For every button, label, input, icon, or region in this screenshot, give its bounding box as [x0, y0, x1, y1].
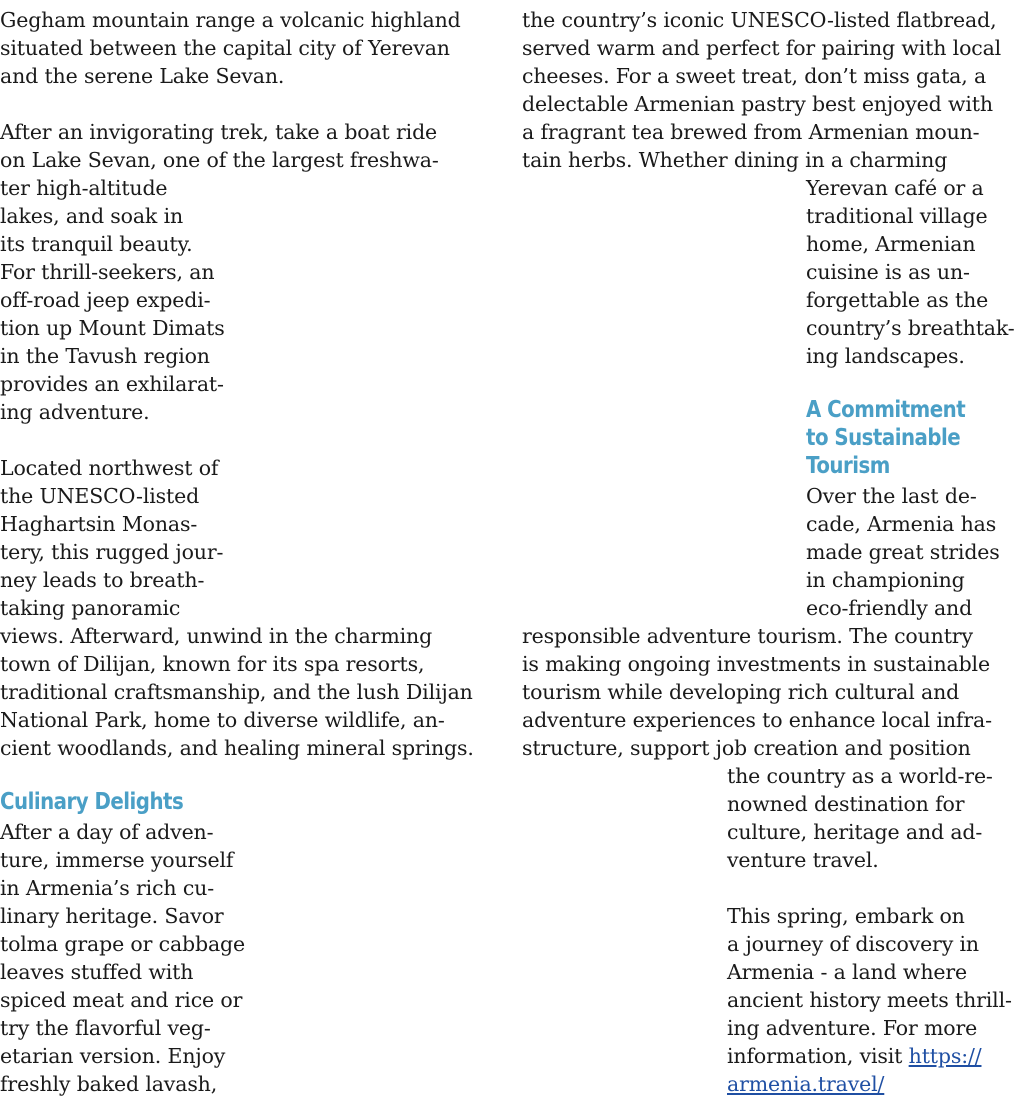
paragraph-line: ing adventure.	[0, 400, 150, 424]
paragraph-line: nowned destination for	[727, 792, 965, 816]
paragraph-line: adventure experiences to enhance local i…	[522, 708, 992, 732]
paragraph-line: ney leads to breath-	[0, 568, 205, 592]
info-prefix-text: information, visit	[727, 1044, 909, 1068]
paragraph-line: linary heritage. Savor	[0, 904, 224, 928]
paragraph-line: on Lake Sevan, one of the largest freshw…	[0, 148, 439, 172]
paragraph-line: After a day of adven-	[0, 820, 214, 844]
armenia-travel-link[interactable]: https://	[908, 1044, 982, 1068]
paragraph-line: forgettable as the	[806, 288, 989, 312]
paragraph-line: delectable Armenian pastry best enjoyed …	[522, 92, 993, 116]
paragraph-line: a journey of discovery in	[727, 932, 979, 956]
paragraph-line: eco-friendly and	[806, 596, 973, 620]
paragraph-line: spiced meat and rice or	[0, 988, 243, 1012]
paragraph-line: ter high-altitude	[0, 176, 168, 200]
paragraph-line: the UNESCO-listed	[0, 484, 200, 508]
paragraph-line: ing adventure. For more	[727, 1016, 978, 1040]
paragraph-line: tery, this rugged jour-	[0, 540, 224, 564]
paragraph-line: lakes, and soak in	[0, 204, 184, 228]
paragraph-line: tion up Mount Dimats	[0, 316, 225, 340]
paragraph-line: Armenia - a land where	[727, 960, 967, 984]
paragraph-line: cuisine is as un-	[806, 260, 970, 284]
paragraph-line: in Armenia’s rich cu-	[0, 876, 215, 900]
heading-sustainable-tourism: Tourism	[806, 453, 890, 479]
paragraph-line: For thrill-seekers, an	[0, 260, 215, 284]
paragraph-line: taking panoramic	[0, 596, 181, 620]
paragraph-line: leaves stuffed with	[0, 960, 194, 984]
paragraph-line: the country’s iconic UNESCO-listed flatb…	[522, 8, 997, 32]
paragraph-line: in the Tavush region	[0, 344, 210, 368]
paragraph-line: town of Dilijan, known for its spa resor…	[0, 652, 425, 676]
paragraph-line: a fragrant tea brewed from Armenian moun…	[522, 120, 980, 144]
paragraph-line: cheeses. For a sweet treat, don’t miss g…	[522, 64, 987, 88]
armenia-travel-link[interactable]: armenia.travel/	[727, 1072, 885, 1096]
paragraph-line: made great strides	[806, 540, 1000, 564]
paragraph-line: try the flavorful veg-	[0, 1016, 211, 1040]
paragraph-line: tain herbs. Whether dining in a charming	[522, 148, 948, 172]
heading-sustainable-tourism: A Commitment	[806, 397, 966, 423]
paragraph-line: the country as a world-re-	[727, 764, 993, 788]
paragraph-line: in championing	[806, 568, 965, 592]
paragraph-line: cade, Armenia has	[806, 512, 997, 536]
heading-culinary-delights: Culinary Delights	[0, 789, 184, 815]
paragraph-line: structure, support job creation and posi…	[522, 736, 971, 760]
paragraph-line: situated between the capital city of Yer…	[0, 36, 450, 60]
paragraph-line: Located northwest of	[0, 456, 219, 480]
paragraph-line: tolma grape or cabbage	[0, 932, 246, 956]
paragraph-line: venture travel.	[727, 848, 879, 872]
paragraph-line: After an invigorating trek, take a boat …	[0, 120, 438, 144]
paragraph-line: National Park, home to diverse wildlife,…	[0, 708, 445, 732]
paragraph-line: cient woodlands, and healing mineral spr…	[0, 736, 474, 760]
paragraph-line: This spring, embark on	[727, 904, 965, 928]
paragraph-line: ing landscapes.	[806, 344, 965, 368]
paragraph-line: country’s breathtak-	[806, 316, 1015, 340]
paragraph-line: traditional village	[806, 204, 988, 228]
paragraph-line: is making ongoing investments in sustain…	[522, 652, 990, 676]
paragraph-line: views. Afterward, unwind in the charming	[0, 624, 433, 648]
paragraph-line: ture, immerse yourself	[0, 848, 234, 872]
paragraph-line: traditional craftsmanship, and the lush …	[0, 680, 473, 704]
paragraph-line: its tranquil beauty.	[0, 232, 193, 256]
paragraph-line: Haghartsin Monas-	[0, 512, 198, 536]
paragraph-line: provides an exhilarat-	[0, 372, 224, 396]
paragraph-line: freshly baked lavash,	[0, 1072, 218, 1096]
paragraph-line: Gegham mountain range a volcanic highlan…	[0, 8, 461, 32]
paragraph-line: and the serene Lake Sevan.	[0, 64, 285, 88]
paragraph-line: ancient history meets thrill-	[727, 988, 1012, 1012]
paragraph-line-with-link: armenia.travel/	[727, 1070, 884, 1098]
paragraph-line: Yerevan café or a	[806, 176, 984, 200]
paragraph-line: home, Armenian	[806, 232, 976, 256]
paragraph-line: tourism while developing rich cultural a…	[522, 680, 960, 704]
paragraph-line: Over the last de-	[806, 484, 977, 508]
paragraph-line: culture, heritage and ad-	[727, 820, 983, 844]
paragraph-line: etarian version. Enjoy	[0, 1044, 226, 1068]
paragraph-line: off-road jeep expedi-	[0, 288, 211, 312]
heading-sustainable-tourism: to Sustainable	[806, 425, 961, 451]
paragraph-line-with-link: information, visit https://	[727, 1042, 982, 1070]
paragraph-line: served warm and perfect for pairing with…	[522, 36, 1002, 60]
paragraph-line: responsible adventure tourism. The count…	[522, 624, 973, 648]
